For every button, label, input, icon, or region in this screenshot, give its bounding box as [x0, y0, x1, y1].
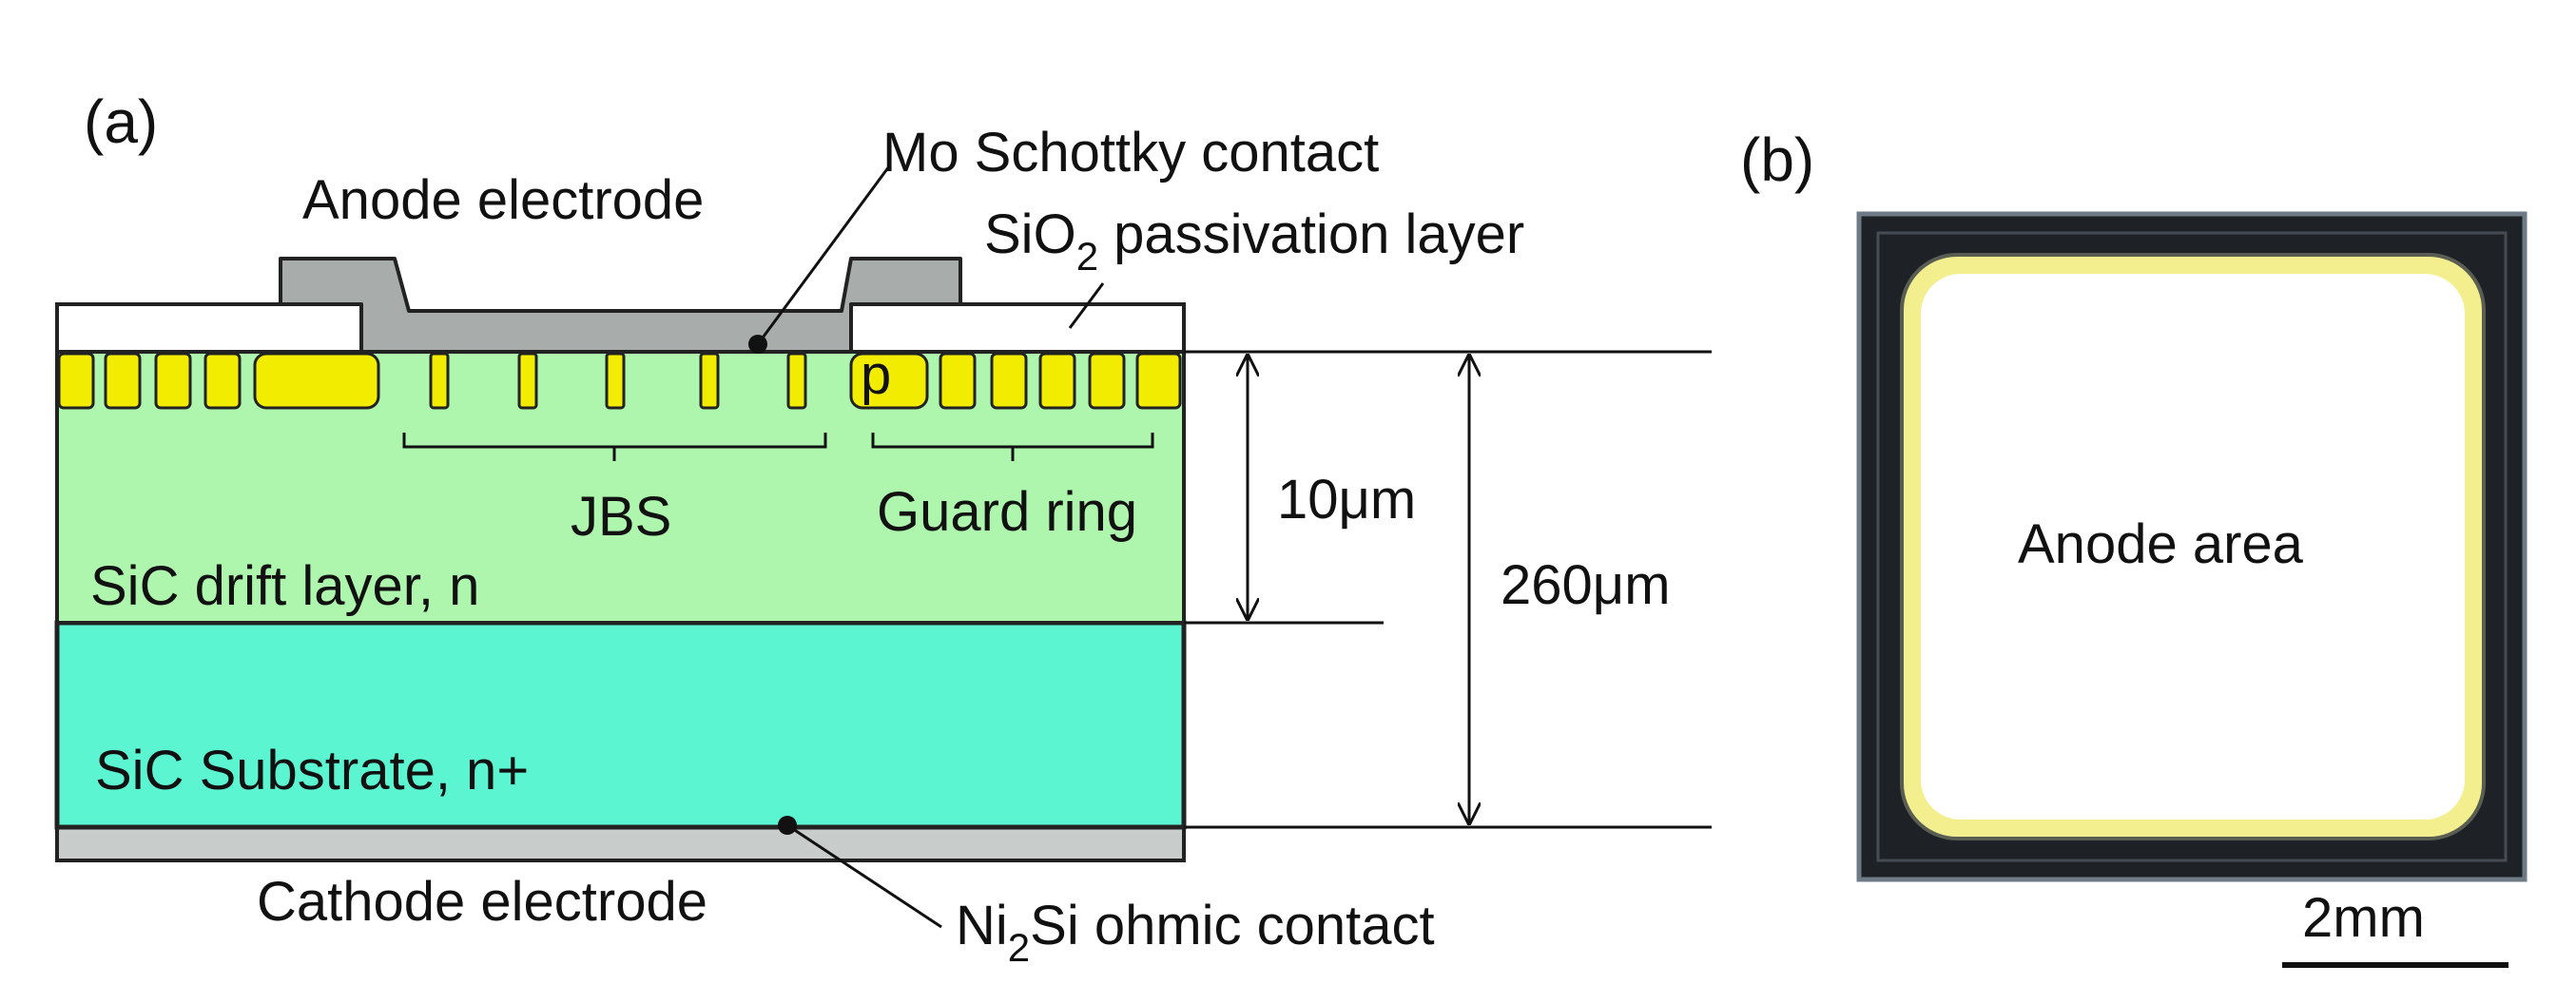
cathode-electrode — [55, 825, 1186, 862]
panel-a-label: (a) — [84, 87, 158, 156]
passivation-left — [55, 302, 363, 354]
drift-thickness-label: 10μm — [1277, 469, 1416, 531]
cathode-electrode-label: Cathode electrode — [257, 871, 707, 933]
panel-b-label: (b) — [1740, 126, 1814, 194]
p-region-right-4 — [1088, 352, 1126, 410]
p-region-right-3 — [1038, 352, 1076, 410]
total-thickness-label: 260μm — [1501, 554, 1671, 616]
jbs-finger-5 — [786, 352, 807, 410]
jbs-finger-2 — [517, 352, 538, 410]
anode-area — [1921, 274, 2465, 820]
p-region-left-3 — [154, 352, 192, 410]
scale-bar-label: 2mm — [2302, 887, 2425, 949]
jbs-brace — [402, 433, 827, 461]
substrate-label: SiC Substrate, n+ — [95, 740, 529, 801]
guard-ring-label: Guard ring — [877, 481, 1137, 543]
p-region-left-2 — [104, 352, 142, 410]
p-region-right-5 — [1135, 352, 1182, 410]
p-region-label: p — [861, 344, 891, 406]
p-region-left-4 — [203, 352, 242, 410]
mo-schottky-leader — [756, 165, 891, 345]
anode-electrode-shape — [279, 257, 962, 354]
p-region-left-1 — [57, 352, 95, 410]
jbs-label: JBS — [571, 486, 671, 548]
p-region-right-2 — [990, 352, 1028, 410]
panel-a: (a) p — [54, 87, 1712, 970]
panel-b: (b) Anode area 2mm — [1740, 126, 2528, 968]
anode-electrode-label: Anode electrode — [302, 169, 704, 231]
ohmic-contact-label: Ni2Si ohmic contact — [956, 895, 1435, 970]
ohmic-contact-leader — [786, 823, 942, 929]
chip-inner-ring — [1876, 231, 2508, 862]
passivation-right — [849, 302, 1186, 354]
passivation-label: SiO2 passivation layer — [984, 203, 1524, 279]
p-region-right-1 — [939, 352, 977, 410]
p-regions — [57, 352, 1182, 410]
drift-layer-label: SiC drift layer, n — [90, 555, 479, 617]
jbs-finger-4 — [699, 352, 720, 410]
jbs-finger-1 — [429, 352, 450, 410]
guard-ring-brace — [871, 433, 1154, 461]
passivation-leader — [1068, 282, 1105, 329]
p-region-left-main — [253, 352, 380, 410]
anode-area-label: Anode area — [2018, 513, 2304, 575]
mo-schottky-contact-label: Mo Schottky contact — [882, 122, 1379, 183]
mo-schottky-point — [748, 335, 767, 354]
jbs-finger-3 — [605, 352, 626, 410]
sic-substrate — [54, 620, 1187, 830]
